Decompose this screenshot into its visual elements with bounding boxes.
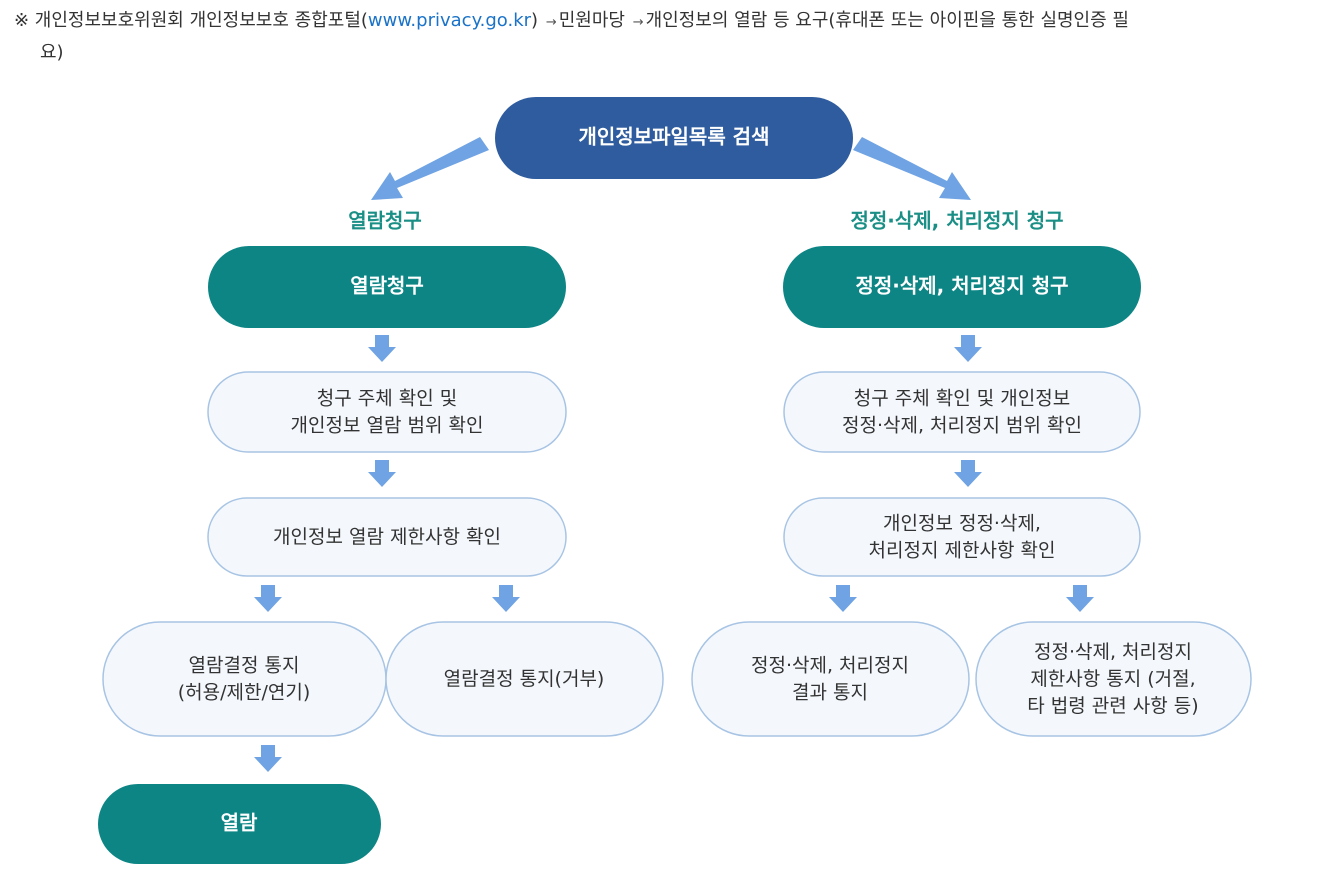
- right-result-node-shape: [691, 621, 970, 737]
- privacy-portal-link[interactable]: www.privacy.go.kr: [367, 10, 532, 31]
- right-check1-node-shape: [783, 371, 1141, 453]
- down-arrow-icon: [368, 460, 396, 487]
- node-label-line: 열람결정 통지(거부): [444, 668, 605, 690]
- down-arrow-icon: [1066, 585, 1094, 612]
- node-label-line: 개인정보 열람 범위 확인: [291, 414, 484, 436]
- instruction-note: ※ 개인정보보호위원회 개인정보보호 종합포털(www.privacy.go.k…: [14, 6, 1319, 68]
- node-label-line: 처리정지 제한사항 확인: [869, 539, 1056, 561]
- note-prefix: ※ 개인정보보호위원회 개인정보보호 종합포털(: [14, 10, 368, 31]
- left-notice-ok-node-label: 열람결정 통지 (허용/제한/연기): [178, 654, 311, 703]
- node-label-line: 타 법령 관련 사항 등): [1027, 695, 1198, 717]
- down-arrow-icon: [829, 585, 857, 612]
- note-line-1: ※ 개인정보보호위원회 개인정보보호 종합포털(www.privacy.go.k…: [14, 6, 1319, 38]
- node-label-line: 개인정보 정정·삭제,: [883, 512, 1041, 534]
- right-request-node-shape: [783, 246, 1141, 328]
- arrow-right-icon: →: [632, 15, 644, 30]
- right-check2-node-label: 개인정보 정정·삭제, 처리정지 제한사항 확인: [869, 512, 1056, 561]
- left-notice-ok-node-shape: [102, 621, 387, 737]
- note-link-close: ): [531, 10, 539, 31]
- right-limit-node-shape: [975, 621, 1252, 737]
- down-arrow-icon: [954, 460, 982, 487]
- node-label-line: 열람결정 통지: [189, 654, 300, 676]
- diagonal-arrow-left-icon: [371, 137, 489, 200]
- left-check2-node-shape: [207, 497, 567, 577]
- left-check2-node-label: 개인정보 열람 제한사항 확인: [273, 526, 501, 548]
- top-node-label: 개인정보파일목록 검색: [579, 125, 770, 149]
- top-node-shape: [495, 97, 853, 179]
- left-final-node-label: 열람: [221, 811, 258, 835]
- down-arrow-icon: [254, 585, 282, 612]
- right-request-node-label: 정정·삭제, 처리정지 청구: [855, 274, 1068, 298]
- node-label-line: (허용/제한/연기): [178, 681, 311, 703]
- arrow-right-icon: →: [545, 15, 557, 30]
- down-arrow-icon: [254, 745, 282, 772]
- down-arrow-icon: [954, 335, 982, 362]
- node-label-line: 결과 통지: [792, 681, 868, 703]
- left-request-node-label: 열람청구: [350, 274, 424, 298]
- left-notice-deny-node-label: 열람결정 통지(거부): [444, 668, 605, 690]
- left-notice-deny-node-shape: [385, 621, 664, 737]
- node-label-line: 청구 주체 확인 및 개인정보: [854, 387, 1070, 409]
- down-arrow-icon: [368, 335, 396, 362]
- node-label-line: 정정·삭제, 처리정지: [1034, 641, 1192, 663]
- left-section-header: 열람청구: [348, 209, 422, 233]
- left-final-node-shape: [98, 784, 381, 864]
- node-label-line: 정정·삭제, 처리정지: [751, 654, 909, 676]
- diagonal-arrow-right-icon: [853, 137, 971, 200]
- left-request-node-shape: [208, 246, 566, 328]
- left-check1-node-shape: [207, 371, 567, 453]
- right-check2-node-shape: [783, 497, 1141, 577]
- node-label-line: 제한사항 통지 (거절,: [1030, 668, 1195, 690]
- node-label-line: 정정·삭제, 처리정지 범위 확인: [842, 414, 1082, 436]
- note-step-1: 민원마당: [558, 10, 625, 31]
- note-line-2: 요): [40, 42, 64, 63]
- node-label-line: 청구 주체 확인 및: [317, 387, 457, 409]
- node-label-line: 개인정보 열람 제한사항 확인: [273, 526, 501, 548]
- note-step-2: 개인정보의 열람 등 요구(휴대폰 또는 아이핀을 통한 실명인증 필: [645, 10, 1129, 31]
- down-arrow-icon: [492, 585, 520, 612]
- right-section-header: 정정·삭제, 처리정지 청구: [850, 209, 1063, 233]
